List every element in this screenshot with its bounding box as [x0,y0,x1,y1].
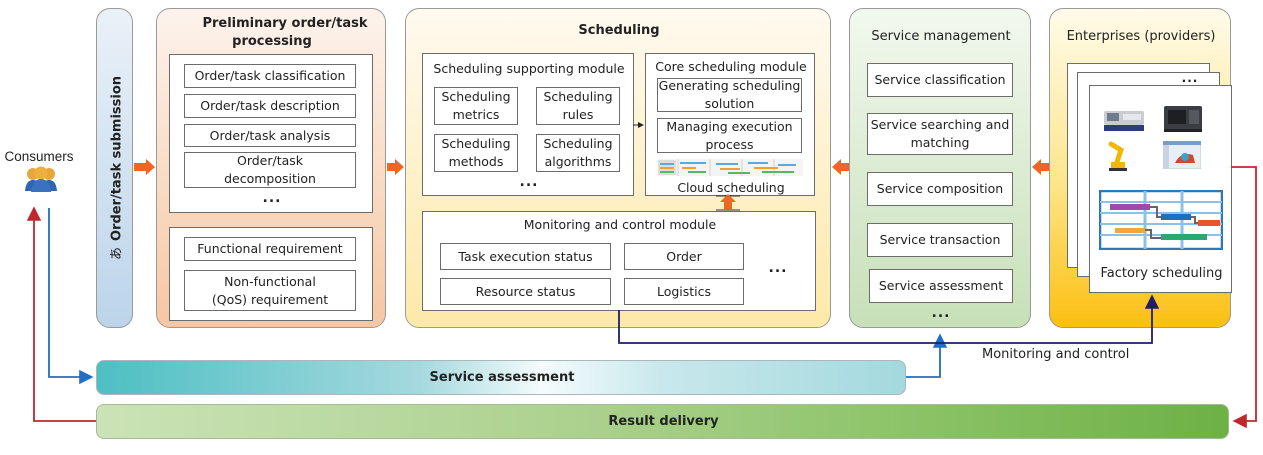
functional-requirement: Functional requirement [184,237,356,261]
order-task-frame: Order/task classification Order/task des… [169,54,373,213]
preliminary-title-line1: Preliminary order/task [202,16,368,31]
monitoring-ellipsis: ... [768,260,788,276]
factory-scheduling-gantt-chart [1098,189,1224,251]
scheduling-metrics: Scheduling metrics [434,87,518,125]
order-task-classification: Order/task classification [184,64,356,88]
result-delivery-line-to-consumers [26,206,96,422]
scheduling-methods: Scheduling methods [434,134,518,172]
flow-arrow-service-to-scheduling [832,159,849,175]
scheduling-panel: Scheduling Scheduling supporting module … [405,8,831,328]
assessment-line-from-consumers [48,208,94,385]
monitoring-and-control-label: Monitoring and control [982,347,1130,362]
flow-arrow-preliminary-to-scheduling [387,159,404,175]
consumers-label: Consumers [4,149,74,164]
managing-execution-process: Managing execution process [657,118,802,153]
service-searching-matching: Service searching and matching [867,113,1013,155]
core-module-title: Core scheduling module [655,59,807,74]
enterprises-panel: Enterprises (providers) ... [1049,8,1232,328]
order-task-analysis: Order/task analysis [184,124,356,147]
service-assessment-bar: Service assessment [96,360,906,395]
order-status: Order [624,243,744,270]
order-task-decomposition: Order/task decomposition [184,152,356,188]
service-management-ellipsis: ... [931,305,951,321]
service-classification: Service classification [867,63,1013,97]
monitoring-module-title: Monitoring and control module [523,217,717,232]
result-delivery-line-from-enterprises [1231,166,1257,429]
service-assessment-item: Service assessment [869,269,1013,303]
logistics-status: Logistics [624,278,744,305]
enterprises-title: Enterprises (providers) [1066,29,1216,44]
service-composition: Service composition [867,172,1013,206]
handwriting-icon: あ [109,247,124,261]
enterprise-card-front: Factory scheduling [1089,85,1232,293]
requirements-frame: Functional requirement Non-functional (Q… [169,227,373,321]
robot-arm-icon [1105,140,1135,172]
cloud-scheduling-gantt-chart [658,159,803,176]
scheduling-supporting-module: Scheduling supporting module Scheduling … [422,53,634,196]
preliminary-processing-panel: Preliminary order/task processing Order/… [156,8,386,328]
supporting-module-title: Scheduling supporting module [433,61,625,76]
resource-status: Resource status [440,278,611,305]
generating-scheduling-solution: Generating scheduling solution [657,78,802,112]
flow-arrow-enterprises-to-service [1032,159,1049,175]
cloud-scheduling-label: Cloud scheduling [677,180,785,195]
non-functional-requirement: Non-functional (QoS) requirement [184,270,356,311]
supporting-ellipsis: ... [519,174,539,190]
enterprise-stack-ellipsis: ... [1181,71,1199,85]
cad-software-icon [1162,140,1202,170]
service-management-title: Service management [871,29,1011,44]
cnc-machine-icon [1162,103,1204,133]
core-scheduling-module: Core scheduling module Generating schedu… [645,53,815,196]
scheduling-algorithms: Scheduling algorithms [536,134,620,172]
factory-scheduling-label: Factory scheduling [1100,266,1223,281]
service-management-panel: Service management Service classificatio… [849,8,1031,328]
order-task-submission-panel: あ Order/task submission [96,8,133,328]
preliminary-title-line2: processing [232,34,312,49]
result-delivery-bar: Result delivery [96,404,1229,439]
assessment-line-to-service-management [906,333,948,378]
service-assessment-label: Service assessment [429,370,575,385]
result-delivery-label: Result delivery [608,414,719,429]
lathe-machine-icon [1103,106,1145,132]
order-task-submission-label: Order/task submission [109,75,124,242]
scheduling-title: Scheduling [578,23,660,38]
scheduling-rules: Scheduling rules [536,87,620,125]
order-task-ellipsis: ... [262,190,282,206]
monitoring-control-module: Monitoring and control module Task execu… [422,211,816,311]
users-icon [24,166,58,192]
flow-arrow-submission-to-preliminary [134,159,155,175]
service-transaction: Service transaction [867,223,1013,257]
order-task-description: Order/task description [184,94,356,118]
task-execution-status: Task execution status [440,243,611,270]
